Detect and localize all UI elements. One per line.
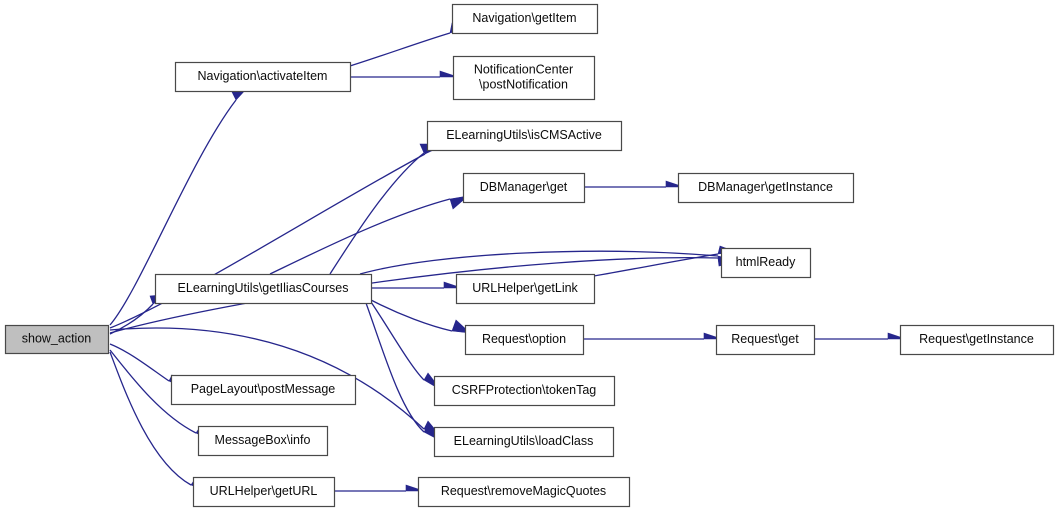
node-label: ELearningUtils\loadClass (454, 434, 594, 448)
graph-node-url_geturl[interactable]: URLHelper\getURL (192, 476, 336, 508)
edge-req_get-to-req_getinstance (814, 332, 907, 340)
graph-node-msgbox_info[interactable]: MessageBox\info (197, 425, 329, 457)
edge-dbm_get-to-dbm_getinstance (584, 180, 685, 188)
edge-line (109, 351, 192, 486)
node-box[interactable] (192, 476, 336, 508)
node-label: ELearningUtils\getIliasCourses (178, 281, 349, 295)
graph-node-req_get[interactable]: Request\get (715, 324, 816, 356)
graph-node-req_removemagic[interactable]: Request\removeMagicQuotes (417, 476, 631, 508)
node-box[interactable] (464, 324, 585, 356)
edge-elu_courses-to-url_getlink (371, 281, 463, 289)
edge-line (359, 250, 719, 275)
graph-node-dbm_getinstance[interactable]: DBManager\getInstance (677, 172, 855, 204)
graph-node-htmlready[interactable]: htmlReady (720, 247, 812, 279)
node-label: \postNotification (479, 77, 568, 91)
edge-line (593, 253, 719, 277)
edge-req_option-to-req_get (583, 332, 723, 340)
graph-node-notif_post[interactable]: NotificationCenter\postNotification (452, 55, 596, 101)
edge-nav_activate-to-nav_getitem (349, 22, 470, 67)
graph-node-req_getinstance[interactable]: Request\getInstance (899, 324, 1055, 356)
edge-line (349, 32, 451, 67)
edge-nav_activate-to-notif_post (350, 70, 459, 78)
edge-elu_courses-to-elu_loadclass (365, 302, 442, 442)
graph-node-nav_getitem[interactable]: Navigation\getItem (451, 3, 599, 35)
graph-node-elu_loadclass[interactable]: ELearningUtils\loadClass (433, 426, 615, 458)
edge-elu_courses-to-dbm_get (269, 195, 470, 275)
node-label: Request\option (482, 332, 566, 346)
node-box[interactable] (426, 120, 623, 152)
node-label: NotificationCenter (474, 62, 573, 76)
node-box[interactable] (455, 273, 596, 305)
node-label: Navigation\getItem (472, 11, 576, 25)
node-label: DBManager\getInstance (698, 180, 833, 194)
node-box[interactable] (433, 375, 616, 407)
node-box[interactable] (462, 172, 586, 204)
graph-node-show_action[interactable]: show_action (4, 324, 110, 355)
node-label: ELearningUtils\isCMSActive (446, 128, 602, 142)
edge-line (269, 198, 451, 275)
node-box[interactable] (197, 425, 329, 457)
graph-node-page_postmsg[interactable]: PageLayout\postMessage (170, 374, 357, 406)
node-box[interactable] (174, 61, 352, 93)
node-box[interactable] (899, 324, 1055, 356)
node-box[interactable] (720, 247, 812, 279)
node-box[interactable] (677, 172, 855, 204)
node-label: show_action (22, 331, 92, 345)
graph-node-nav_activate[interactable]: Navigation\activateItem (174, 61, 352, 93)
node-box[interactable] (715, 324, 816, 356)
node-label: htmlReady (736, 255, 796, 269)
node-box[interactable] (170, 374, 357, 406)
edge-line (365, 302, 425, 433)
node-box[interactable] (4, 324, 110, 355)
node-layer: show_action Navigation\activateItem Naviga… (4, 3, 1055, 508)
node-label: Request\getInstance (919, 332, 1034, 346)
node-label: URLHelper\getURL (210, 484, 318, 498)
edge-line (109, 99, 237, 326)
node-label: MessageBox\info (215, 433, 311, 447)
edge-line (109, 349, 197, 434)
edge-elu_courses-to-req_option (370, 299, 471, 334)
edge-line (109, 153, 426, 329)
node-label: URLHelper\getLink (472, 281, 578, 295)
edge-url_geturl-to-req_removemagic (334, 484, 425, 492)
node-label: Navigation\activateItem (198, 69, 328, 83)
node-label: DBManager\get (480, 180, 568, 194)
edge-elu_courses-to-elu_iscms (329, 143, 442, 275)
edge-line (109, 343, 170, 382)
node-box[interactable] (452, 55, 596, 101)
edge-show_action-to-url_geturl (109, 351, 211, 493)
node-label: PageLayout\postMessage (191, 382, 336, 396)
edge-url_getlink-to-htmlready (593, 245, 737, 277)
graph-node-elu_courses[interactable]: ELearningUtils\getIliasCourses (154, 273, 373, 305)
edge-line (329, 152, 425, 275)
node-box[interactable] (154, 273, 373, 305)
edge-elu_courses-to-htmlready (359, 250, 737, 275)
graph-node-csrf_token[interactable]: CSRFProtection\tokenTag (433, 375, 616, 407)
node-box[interactable] (417, 476, 631, 508)
node-label: Request\get (731, 332, 799, 346)
node-label: Request\removeMagicQuotes (441, 484, 606, 498)
edge-line (109, 327, 425, 430)
edge-line (109, 256, 719, 334)
graph-node-req_option[interactable]: Request\option (464, 324, 585, 356)
graph-node-elu_iscms[interactable]: ELearningUtils\isCMSActive (426, 120, 623, 152)
graph-node-url_getlink[interactable]: URLHelper\getLink (455, 273, 596, 305)
edge-line (370, 299, 453, 332)
graph-node-dbm_get[interactable]: DBManager\get (462, 172, 586, 204)
edge-line (370, 301, 425, 381)
node-box[interactable] (433, 426, 615, 458)
node-box[interactable] (451, 3, 599, 35)
node-label: CSRFProtection\tokenTag (452, 383, 597, 397)
